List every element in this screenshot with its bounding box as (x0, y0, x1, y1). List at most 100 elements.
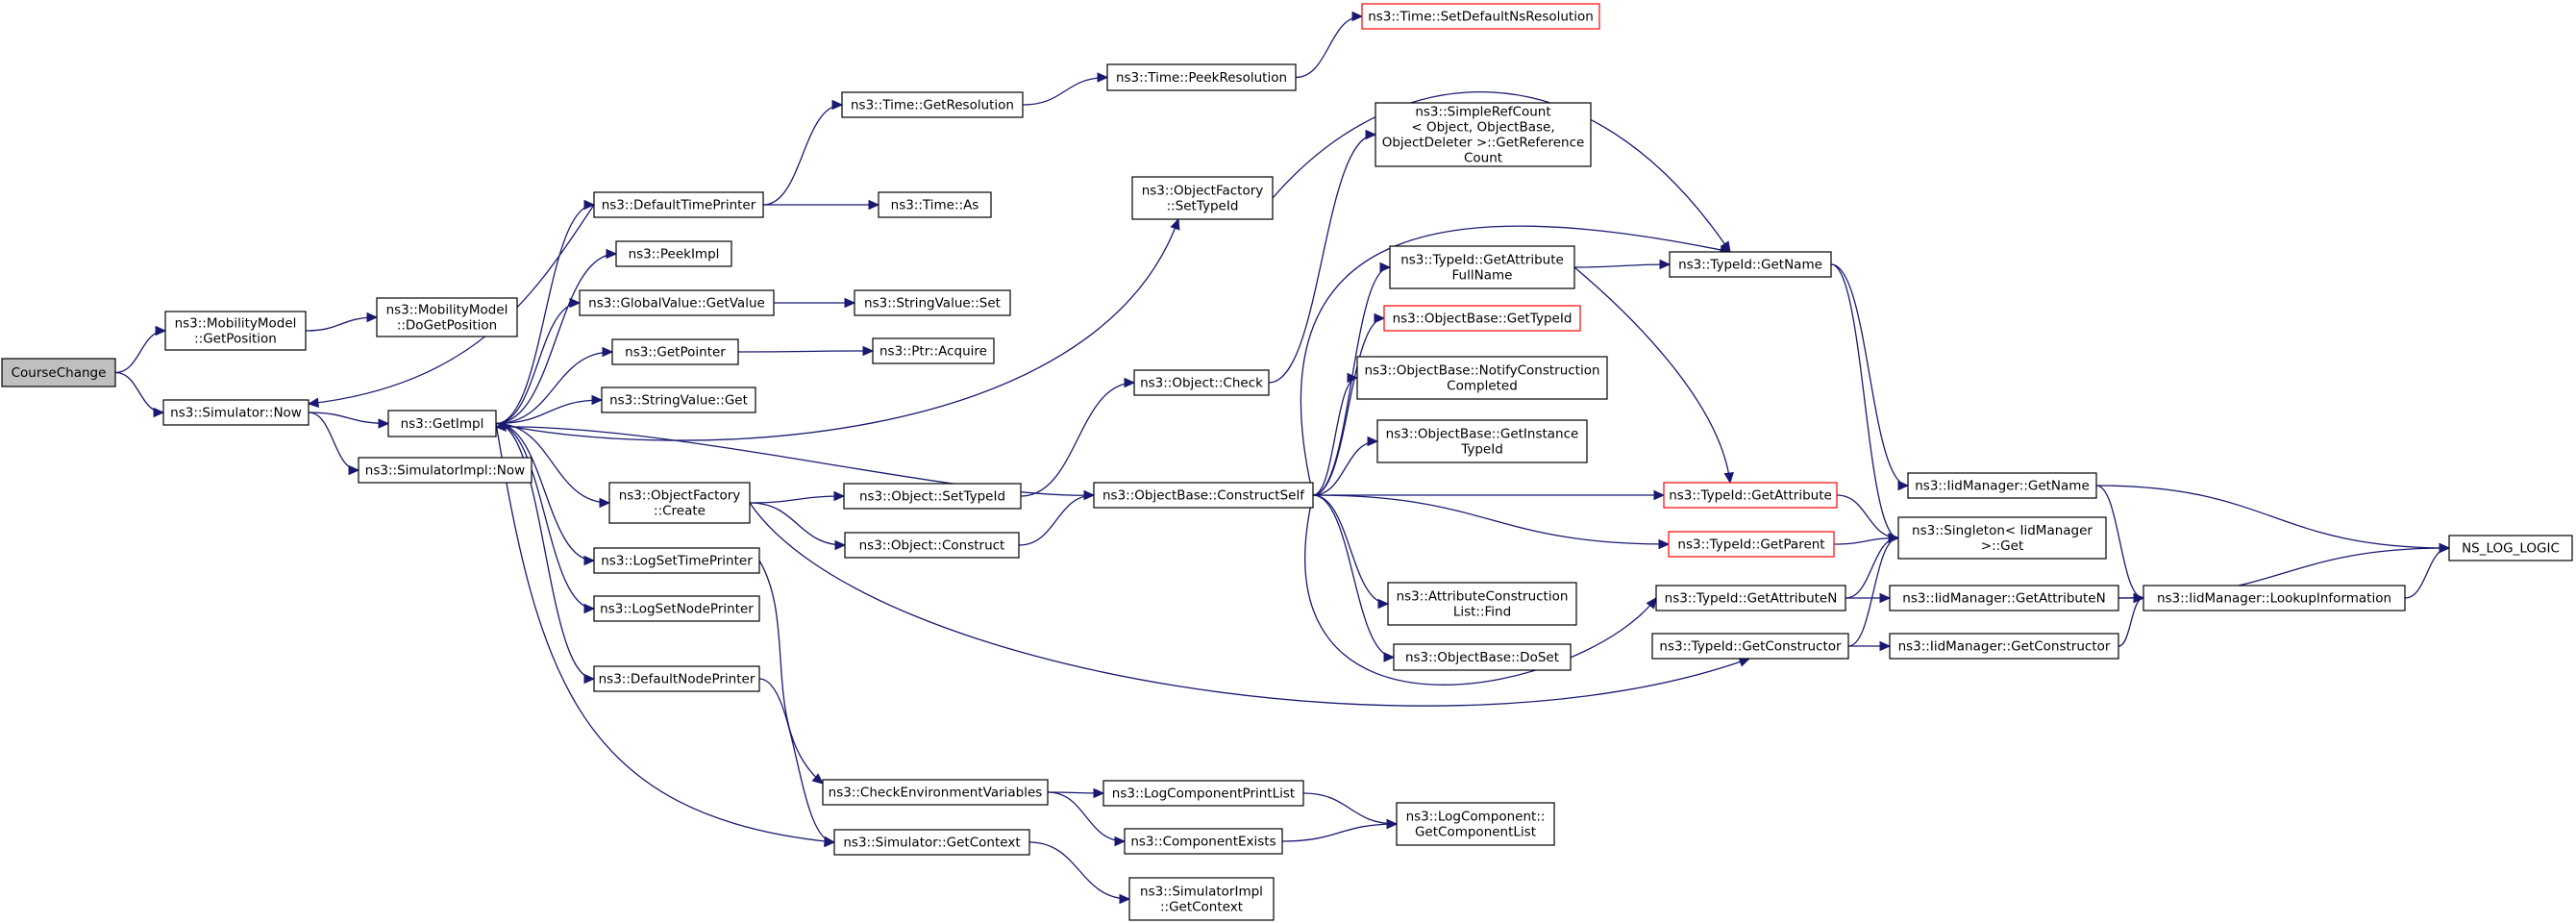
node-object-check[interactable]: ns3::Object::Check (1133, 369, 1270, 396)
node-box (1128, 877, 1275, 921)
edge-arrowhead (1723, 471, 1734, 485)
node-label: ns3::TypeId::GetAttribute (1669, 487, 1832, 503)
edge-line (1573, 263, 1671, 268)
edge-arrowhead (1367, 436, 1379, 447)
node-stringvalue-get[interactable]: ns3::StringValue::Get (601, 387, 756, 413)
node-label: ns3::Ptr::Acquire (879, 343, 987, 359)
node-box (593, 547, 760, 574)
node-ob-constructself[interactable]: ns3::ObjectBase::ConstructSelf (1093, 482, 1314, 509)
node-defaultnodeprinter[interactable]: ns3::DefaultNodePrinter (593, 665, 760, 692)
node-time-getresolution[interactable]: ns3::Time::GetResolution (841, 91, 1024, 118)
node-iidmanager-getconstructor[interactable]: ns3::IidManager::GetConstructor (1889, 633, 2119, 660)
node-of-settypeid[interactable]: ns3::ObjectFactory::SetTypeId (1131, 176, 1274, 220)
edge-line (1847, 536, 1899, 647)
node-logcomponentprintlist[interactable]: ns3::LogComponentPrintList (1102, 780, 1304, 807)
node-typeid-getname[interactable]: ns3::TypeId::GetName (1669, 251, 1832, 278)
edge-arrowhead (1124, 377, 1136, 388)
node-defaulttimeprinter[interactable]: ns3::DefaultTimePrinter (593, 191, 764, 218)
node-label: ns3::IidManager::GetAttributeN (1902, 590, 2105, 606)
node-typeid-getattributen[interactable]: ns3::TypeId::GetAttributeN (1655, 585, 1846, 611)
node-getpointer[interactable]: ns3::GetPointer (611, 338, 739, 365)
node-label: ns3::StringValue::Get (609, 392, 748, 408)
node-gv-getvalue[interactable]: ns3::GlobalValue::GetValue (579, 289, 775, 316)
node-iidmanager-getname[interactable]: ns3::IidManager::GetName (1907, 472, 2097, 499)
node-typeid-getattribute[interactable]: ns3::TypeId::GetAttribute (1663, 482, 1838, 509)
node-iidmanager-getattributen[interactable]: ns3::IidManager::GetAttributeN (1889, 585, 2119, 611)
node-peekimpl[interactable]: ns3::PeekImpl (615, 240, 732, 267)
node-label: ns3::MobilityModel (175, 315, 297, 331)
node-box (376, 297, 518, 337)
node-label: ObjectDeleter >::GetReference (1382, 135, 1585, 150)
node-src-getreferencecount[interactable]: ns3::SimpleRefCount< Object, ObjectBase,… (1375, 102, 1592, 167)
edge-object-check-to-src-getreferencecount (1268, 129, 1377, 384)
node-componentexists[interactable]: ns3::ComponentExists (1124, 828, 1283, 855)
node-sim-getcontext[interactable]: ns3::Simulator::GetContext (833, 829, 1030, 856)
edge-arrowhead (1646, 597, 1657, 610)
edge-arrowhead (1365, 129, 1377, 140)
edge-iidmanager-getname-to-ns-log-logic (2095, 485, 2451, 554)
node-label: ns3::LogSetNodePrinter (600, 601, 754, 616)
node-mm-dogetposition[interactable]: ns3::MobilityModel::DoGetPosition (376, 297, 518, 337)
node-object-construct[interactable]: ns3::Object::Construct (844, 532, 1020, 559)
edge-ob-constructself-to-acl-find (1312, 494, 1390, 610)
edge-checkenvvars-to-componentexists (1047, 791, 1127, 847)
node-time-peekresolution[interactable]: ns3::Time::PeekResolution (1106, 63, 1297, 91)
node-label: ns3::SimulatorImpl::Now (365, 462, 525, 478)
node-stringvalue-set[interactable]: ns3::StringValue::Set (854, 289, 1011, 316)
node-sim-now[interactable]: ns3::Simulator::Now (162, 399, 310, 426)
edge-line (737, 350, 874, 353)
node-getimpl[interactable]: ns3::GetImpl (387, 410, 497, 437)
edge-line (758, 560, 824, 785)
node-label: ns3::Object::Construct (859, 537, 1005, 553)
node-ob-gettypeid[interactable]: ns3::ObjectBase::GetTypeId (1383, 305, 1581, 332)
edge-componentexists-to-logcomponent-getcomponentlist (1281, 818, 1399, 842)
node-logcomponent-getcomponentlist[interactable]: ns3::LogComponent::GetComponentList (1396, 802, 1555, 846)
node-typeid-getparent[interactable]: ns3::TypeId::GetParent (1668, 531, 1835, 558)
edge-arrowhead (833, 490, 846, 502)
node-box (1389, 245, 1575, 289)
edge-line (495, 422, 595, 680)
node-simimpl-now[interactable]: ns3::SimulatorImpl::Now (358, 457, 533, 484)
edge-arrowhead (599, 497, 611, 509)
node-object-settypeid[interactable]: ns3::Object::SetTypeId (843, 483, 1022, 510)
node-ns-log-logic[interactable]: NS_LOG_LOGIC (2448, 535, 2573, 561)
node-typeid-getconstructor[interactable]: ns3::TypeId::GetConstructor (1651, 633, 1849, 660)
node-logsettimeprinter[interactable]: ns3::LogSetTimePrinter (593, 547, 760, 574)
edge-getimpl-to-getpointer (495, 346, 614, 425)
edge-getimpl-to-defaulttimeprinter (495, 199, 596, 425)
edge-arrowhead (583, 199, 596, 211)
edge-arrowhead (1888, 533, 1900, 543)
node-simimpl-getcontext[interactable]: ns3::SimulatorImpl::GetContext (1128, 877, 1275, 921)
node-label: ::Create (654, 503, 706, 518)
node-singleton-get[interactable]: ns3::Singleton< IidManager>::Get (1897, 516, 2107, 560)
node-box (1361, 3, 1600, 30)
node-box (1106, 63, 1297, 91)
node-time-as[interactable]: ns3::Time::As (878, 191, 992, 218)
node-time-setdefaultnsresolution[interactable]: ns3::Time::SetDefaultNsResolution (1361, 3, 1600, 30)
edge-arrowhead (1879, 592, 1892, 604)
node-ob-doset[interactable]: ns3::ObjectBase::DoSet (1393, 643, 1572, 671)
node-logsetnodeprinter[interactable]: ns3::LogSetNodePrinter (593, 595, 760, 622)
edge-line (1295, 15, 1363, 79)
node-box (872, 337, 995, 364)
node-mm-getposition[interactable]: ns3::MobilityModel::GetPosition (164, 311, 307, 351)
node-iidmanager-lookupinformation[interactable]: ns3::IidManager::LookupInformation (2143, 585, 2406, 611)
node-checkenvvars[interactable]: ns3::CheckEnvironmentVariables (822, 779, 1049, 806)
node-box (164, 311, 307, 351)
node-coursechange[interactable]: CourseChange (1, 358, 116, 387)
node-ob-notifyconstructioncompleted[interactable]: ns3::ObjectBase::NotifyConstructionCompl… (1356, 356, 1608, 400)
edge-line (1830, 263, 1899, 539)
edge-ob-constructself-to-getimpl (494, 421, 1095, 496)
edge-line (1573, 266, 1731, 484)
edge-ob-constructself-to-typeid-getattribute (1313, 489, 1666, 501)
node-box (1124, 828, 1283, 855)
edge-typeid-getattributen-to-iidmanager-getattributen (1845, 592, 1892, 604)
node-box (2448, 535, 2573, 561)
node-label: ns3::Singleton< IidManager (1912, 523, 2093, 538)
edge-arrowhead (1383, 652, 1396, 662)
node-of-create[interactable]: ns3::ObjectFactory::Create (608, 482, 751, 524)
node-ptr-acquire[interactable]: ns3::Ptr::Acquire (872, 337, 995, 364)
